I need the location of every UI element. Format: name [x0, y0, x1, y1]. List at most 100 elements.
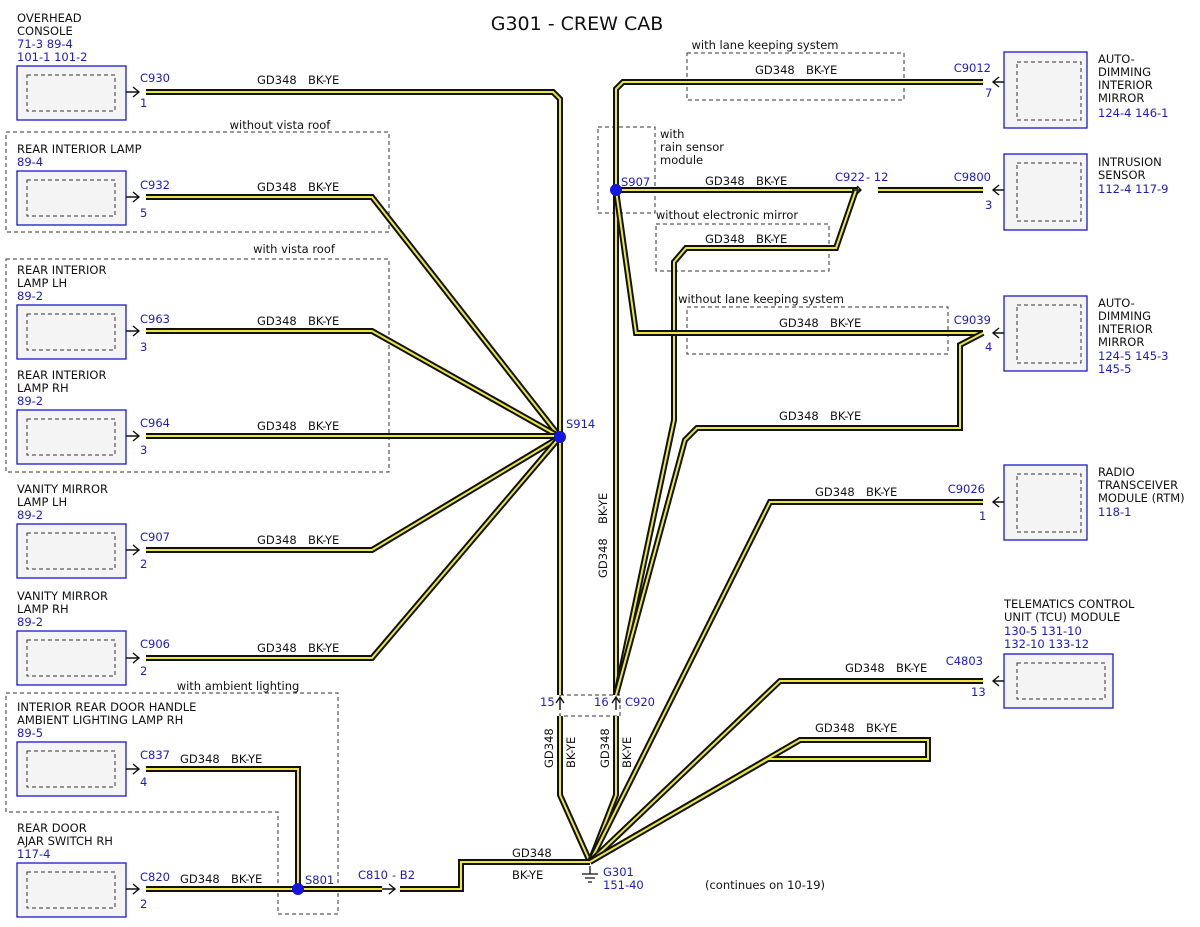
wire-circuit-label: GD348 [180, 872, 220, 886]
option-box-lane-keeping [686, 52, 905, 101]
component-inner-box [26, 418, 116, 456]
wire-circuit-label: GD348 [512, 846, 552, 860]
component-box [16, 862, 127, 918]
wire-color-label: BK-YE [308, 641, 339, 655]
pin-label: 13 [971, 685, 986, 699]
connector-label: C930 [140, 71, 170, 85]
component-ref: 112-4 117-9 [1098, 182, 1169, 196]
pin-arrow-icon [126, 544, 141, 556]
wire-circuit-label: GD348 [257, 419, 297, 433]
pin-label: 7 [985, 86, 992, 100]
connector-label: C9800 [954, 170, 991, 184]
rear-door-ajar-switch-rh: REAR DOOR AJAR SWITCH RH 117-4 C820 2 [16, 821, 170, 918]
option-label-rain-sensor-2: rain sensor [660, 140, 724, 154]
pin-arrow-icon [126, 763, 141, 775]
wire-color-label: BK-YE [830, 409, 861, 423]
splice-label: S914 [566, 417, 595, 431]
component-ref: 145-5 [1098, 362, 1131, 376]
component-ref: 101-1 101-2 [17, 50, 88, 64]
connector-label: C810 [358, 868, 388, 882]
component-name: VANITY MIRROR [17, 589, 108, 603]
wire-circuit-label: GD348 [755, 63, 795, 77]
wire-circuit-label: GD348 [257, 73, 297, 87]
component-name: CONSOLE [17, 24, 73, 38]
option-box-rain-sensor [597, 126, 656, 214]
component-ref: 89-5 [17, 726, 43, 740]
splice-s907 [610, 184, 622, 196]
component-name: LAMP RH [17, 381, 69, 395]
wire-c9012-inner [615, 81, 983, 695]
component-name: AMBIENT LIGHTING LAMP RH [17, 713, 183, 727]
pin-label: 1 [979, 509, 986, 523]
ground-ref: 151-40 [603, 878, 644, 892]
wire-color-label: BK-YE [620, 737, 634, 768]
wire-color-label: BK-YE [564, 737, 578, 768]
component-ref: 118-1 [1098, 505, 1131, 519]
pin-label: 2 [140, 664, 147, 678]
wire-circuit-label: GD348 [779, 316, 819, 330]
component-name: INTERIOR REAR DOOR HANDLE [17, 700, 196, 714]
ground-g301: G301 151-40 [582, 865, 644, 892]
component-inner-box [1016, 162, 1082, 222]
component-name: AUTO- [1098, 296, 1135, 310]
wire-color-label: BK-YE [308, 419, 339, 433]
component-box [1003, 295, 1088, 372]
connector-label: C907 [140, 530, 170, 544]
wire-color-label: BK-YE [756, 232, 787, 246]
splice-s914 [554, 431, 566, 443]
pin-arrow-icon [991, 675, 1004, 687]
option-box-with-vista-roof [5, 258, 390, 473]
component-ref: 89-2 [17, 508, 43, 522]
wire-circuit-label: GD348 [257, 641, 297, 655]
component-inner-box [1016, 662, 1106, 700]
wire-circuit-label: GD348 [257, 180, 297, 194]
wire-loop-inner [589, 739, 929, 863]
wire-c963-inner [146, 330, 561, 438]
component-name: REAR INTERIOR [17, 368, 106, 382]
component-ref: 89-4 [17, 155, 43, 169]
wire-c930-outer [146, 89, 563, 695]
option-box-c920 [559, 694, 621, 717]
component-ref: 130-5 131-10 [1004, 624, 1082, 638]
component-name: INTRUSION [1098, 155, 1162, 169]
connector-label: C963 [140, 312, 170, 326]
wire-c810-ground-inner [400, 861, 590, 890]
component-ref: 89-2 [17, 289, 43, 303]
wire-circuit-label: GD348 [705, 232, 745, 246]
wire-group [146, 79, 985, 892]
component-inner-box [26, 313, 116, 351]
component-box [1003, 464, 1088, 541]
wire-c810-ground-outer [400, 859, 590, 892]
wire-circuit-label: GD348 [598, 728, 612, 768]
component-box [16, 630, 127, 686]
connector-label: C820 [140, 870, 170, 884]
pin-arrow-icon [991, 76, 1004, 88]
diagram-title: G301 - CREW CAB [491, 13, 664, 35]
option-label-lane-keeping: with lane keeping system [691, 38, 838, 52]
wire-c9039-upper-inner [615, 189, 983, 334]
wire-color-label: BK-YE [596, 493, 610, 524]
connector-pin: - B2 [392, 868, 415, 882]
option-label-ambient-lighting: with ambient lighting [177, 679, 300, 693]
wire-circuit-label: GD348 [845, 661, 885, 675]
wire-color-label: BK-YE [806, 63, 837, 77]
option-label-without-vista-roof: without vista roof [230, 118, 332, 132]
splice-label: S907 [621, 175, 650, 189]
component-name: LAMP LH [17, 495, 67, 509]
wire-c9039-lower-inner [615, 332, 984, 696]
pin-arrow-icon [126, 86, 141, 98]
component-name: UNIT (TCU) MODULE [1004, 610, 1120, 624]
pin-arrow-icon [991, 327, 1004, 339]
wire-color-label: BK-YE [512, 868, 543, 882]
wire-color-label: BK-YE [830, 316, 861, 330]
wire-color-label: BK-YE [308, 180, 339, 194]
component-name: SENSOR [1098, 168, 1146, 182]
wire-c920-left-inner [559, 716, 591, 863]
component-name: DIMMING [1098, 65, 1151, 79]
wire-circuit-label: GD348 [257, 314, 297, 328]
component-inner-box [1016, 304, 1082, 364]
pin-label: 4 [985, 340, 992, 354]
wire-color-label: BK-YE [308, 73, 339, 87]
inline-arrow-icon [611, 695, 621, 710]
wire-color-label: BK-YE [756, 174, 787, 188]
